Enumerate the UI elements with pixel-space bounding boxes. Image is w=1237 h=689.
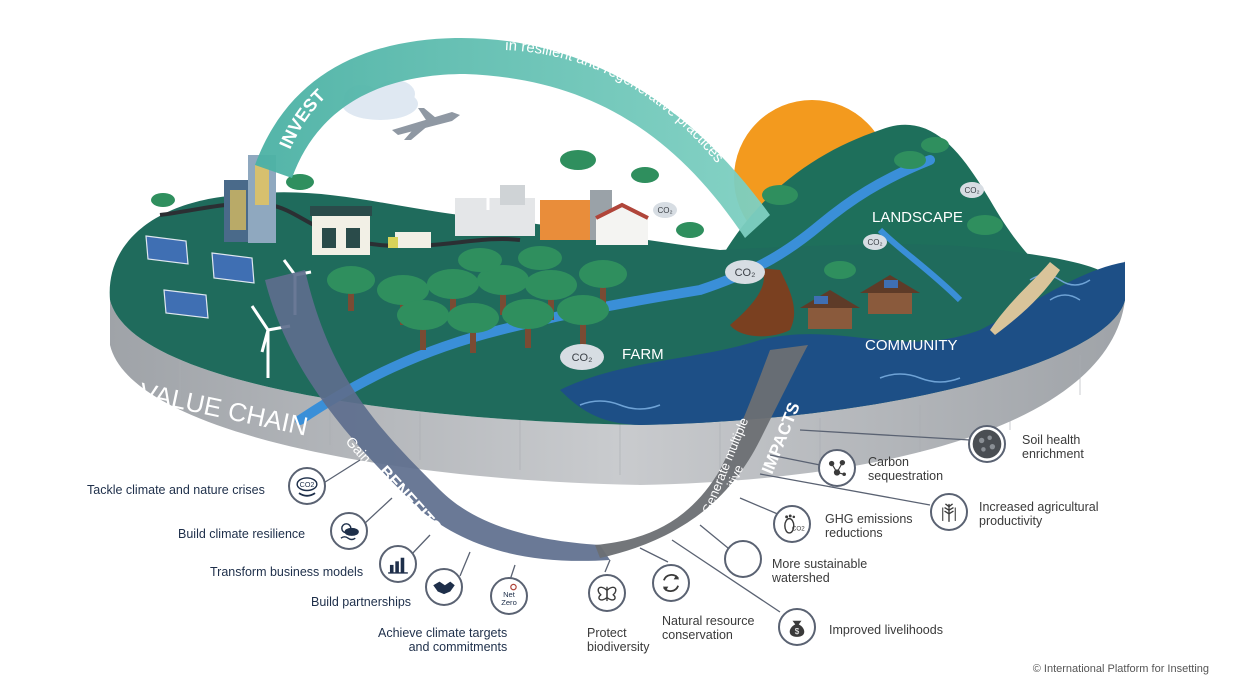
money-bag-icon: $ [778, 608, 816, 646]
net-zero-icon: Net Zero [490, 577, 528, 615]
impact-label: More sustainable watershed [772, 557, 868, 585]
invest-ribbon [255, 37, 770, 238]
trees [151, 137, 1003, 279]
impact-label: Improved livelihoods [829, 623, 943, 637]
co2-label: CO₂ [964, 186, 979, 195]
impact-label: Soil health enrichment [1022, 433, 1084, 461]
impact-connectors [604, 429, 971, 613]
benefit-connectors [321, 459, 516, 581]
co2-cloud-icon: CO2 [288, 467, 326, 505]
co2-cloud-icon [560, 182, 984, 370]
svg-text:CO2: CO2 [300, 481, 315, 489]
city [224, 155, 276, 243]
co2-label: CO₂ [735, 267, 756, 279]
farm-label: FARM [622, 346, 664, 363]
benefits-ribbon [265, 270, 610, 561]
huts [800, 275, 920, 329]
benefit-label: Build climate resilience [178, 527, 306, 541]
co2-label: CO₂ [867, 238, 882, 247]
copyright: © International Platform for Insetting [1032, 663, 1209, 675]
airplane-icon [392, 108, 460, 140]
impact-label: Increased agricultural productivity [979, 500, 1099, 528]
community-label: COMMUNITY [865, 337, 958, 354]
impact-label: Protect biodiversity [587, 626, 650, 654]
orchard [327, 246, 627, 353]
co2-label: CO₂ [572, 352, 593, 364]
svg-text:$: $ [795, 627, 800, 636]
impact-label: Natural resource conservation [662, 614, 755, 642]
impact-label: GHG emissions reductions [825, 512, 913, 540]
landscape-label: LANDSCAPE [872, 209, 963, 226]
benefit-label: Achieve climate targets and commitments [378, 626, 508, 654]
molecule-icon [818, 449, 856, 487]
footprint-icon: CO2 [773, 505, 811, 543]
impact-label: Carbon sequestration [868, 455, 944, 483]
co2-label: CO₂ [657, 206, 672, 215]
benefit-label: Build partnerships [311, 595, 412, 609]
net-zero-line1: Net [503, 590, 516, 599]
wheat-icon [930, 493, 968, 531]
factory [455, 185, 649, 245]
store [310, 206, 372, 255]
impacts-ribbon [595, 345, 808, 558]
river [295, 155, 935, 425]
butterfly-icon [588, 574, 626, 612]
benefit-label: Tackle climate and nature crises [87, 483, 265, 497]
soil-patch [730, 268, 795, 337]
wind-turbine-icon [250, 171, 499, 378]
recycle-icon [652, 564, 690, 602]
solar-panels [145, 235, 255, 319]
truck [388, 232, 431, 248]
beach [990, 262, 1060, 335]
soil-icon [968, 425, 1006, 463]
net-zero-line2: Zero [501, 598, 517, 607]
water-drop-icon [724, 540, 762, 578]
handshake-icon [425, 568, 463, 606]
lake [560, 262, 1125, 425]
weather-icon [330, 512, 368, 550]
benefit-label: Transform business models [210, 565, 364, 579]
bar-chart-icon [379, 545, 417, 583]
svg-text:CO2: CO2 [792, 525, 805, 532]
